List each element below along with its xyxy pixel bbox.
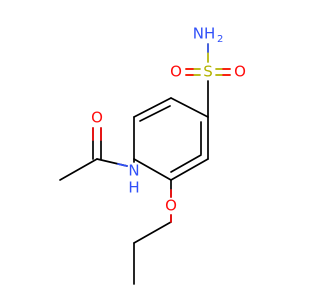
ring-bond-c2-c3 [133, 97, 172, 118]
amide-nitrogen-label: N [128, 162, 139, 180]
carbonyl-oxygen-label: O [91, 109, 103, 127]
molecule-structure: NH 2 S O O O N H O [59, 25, 246, 285]
sulfonyl-oxygen-left-label: O [170, 63, 182, 81]
bond-n-to-carbonyl-c-colored [117, 163, 128, 167]
ring-bond-c1-c2 [170, 97, 209, 118]
ring-bond-c5-c6 [170, 158, 209, 181]
bond-carbonyl-c-methyl [59, 158, 98, 181]
sulfonamide-n-label: NH [193, 25, 216, 43]
bond-ch2 [133, 221, 172, 244]
atom-labels: NH 2 S O O O N H O [91, 25, 246, 215]
ring-bond-c4-c5 [133, 158, 172, 181]
sulfonamide-n-subscript: 2 [217, 34, 223, 45]
sulfonyl-oxygen-right-label: O [234, 63, 246, 81]
ether-oxygen-label: O [165, 197, 177, 215]
ring-bond-c2-c3-inner [139, 105, 171, 122]
sulfur-label: S [203, 63, 213, 81]
bond-color-overlays [92, 43, 231, 223]
ring-bond-c5-c6-inner [170, 154, 202, 173]
amide-hydrogen-label: H [128, 179, 139, 197]
